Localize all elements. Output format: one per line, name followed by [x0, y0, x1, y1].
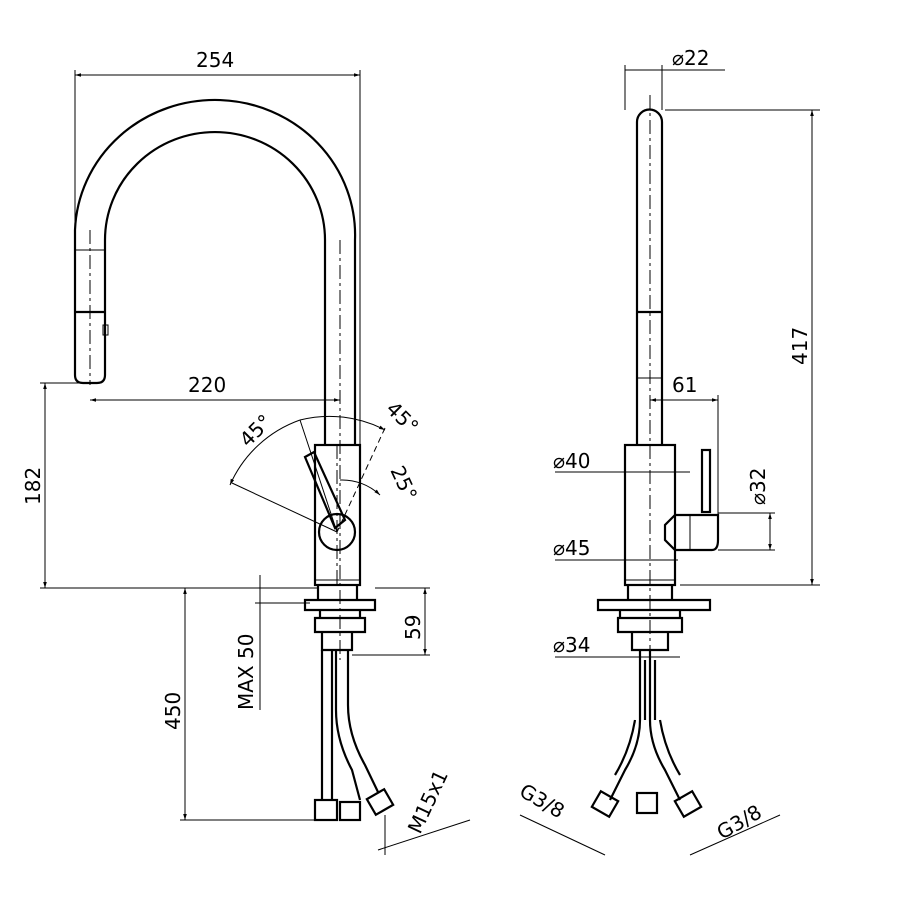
hoses-side	[609, 650, 681, 801]
dim-spout-dia: ⌀22	[672, 46, 710, 70]
side-view: ⌀22 417 61 ⌀40 ⌀32 ⌀45 ⌀34 G3/8 G3/8	[516, 46, 820, 856]
dim-reach: 220	[188, 373, 226, 397]
angle-tilt: 25°	[385, 462, 422, 504]
mount-base-side	[596, 585, 712, 652]
lever	[303, 450, 347, 530]
hose-nut	[590, 789, 620, 819]
dim-shank-dia: ⌀34	[553, 633, 591, 657]
front-view: 254 220 45° 45° 25° 182 59 MAX 50 450	[21, 48, 471, 855]
hose-nut	[365, 787, 395, 817]
spout-side	[635, 108, 664, 445]
thread-spec: M15x1	[403, 766, 453, 837]
dim-hose-length: 450	[161, 692, 185, 730]
dim-spout-height: 182	[21, 467, 45, 505]
dim-lever-offset: 61	[672, 373, 697, 397]
dim-overall-width: 254	[196, 48, 234, 72]
hose-nut	[635, 791, 659, 815]
dim-max-deck: MAX 50	[234, 634, 258, 710]
hose-nut	[338, 800, 362, 822]
angle-right: 45°	[381, 397, 423, 439]
hose-nut	[673, 789, 703, 819]
dim-total-height: 417	[788, 327, 812, 365]
hose-nut	[313, 798, 339, 822]
angle-left: 45°	[235, 409, 277, 451]
dim-knob-dia: ⌀32	[746, 468, 770, 506]
dim-body-dia: ⌀40	[553, 449, 591, 473]
hoses	[320, 650, 379, 801]
dim-base-dia: ⌀45	[553, 536, 591, 560]
lever-rod	[700, 448, 712, 514]
spout-outline	[73, 98, 357, 445]
spray-button	[102, 324, 109, 336]
dim-plate-height: 59	[401, 615, 425, 640]
lever-knob-side	[663, 513, 720, 552]
conn-right: G3/8	[713, 800, 766, 845]
